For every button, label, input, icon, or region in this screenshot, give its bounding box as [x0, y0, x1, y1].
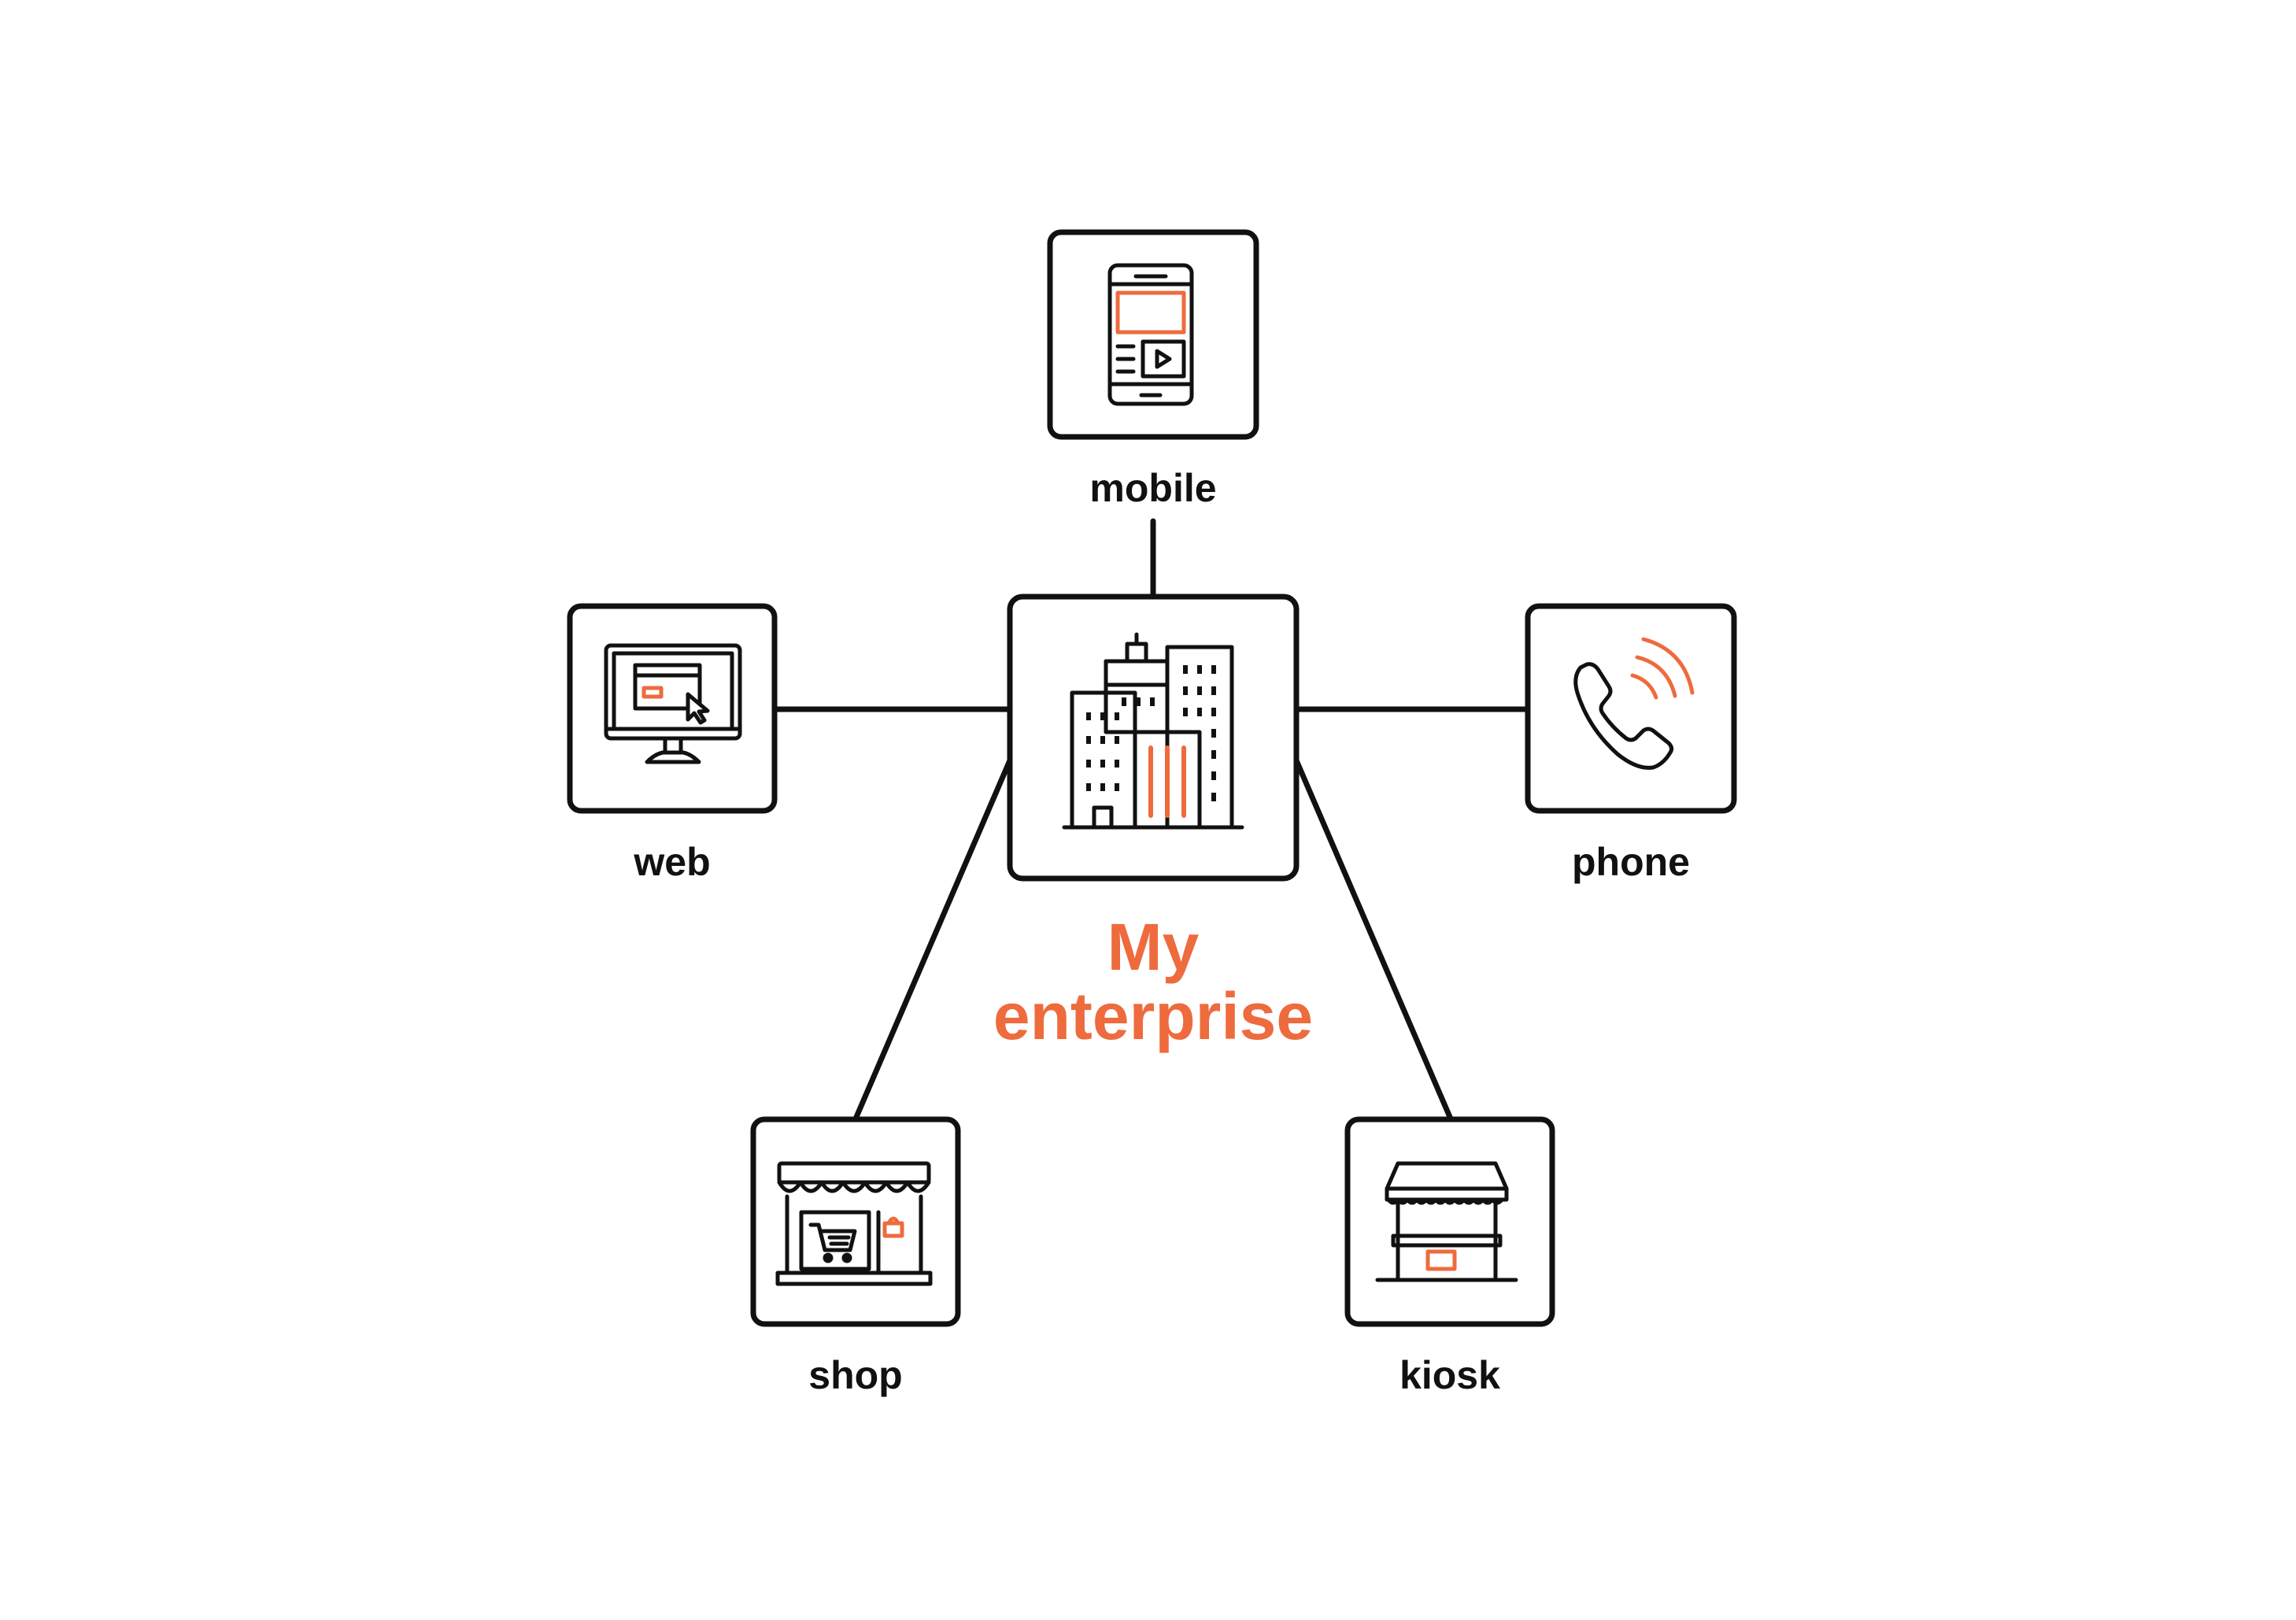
phone-call-icon: [1573, 637, 1695, 770]
smartphone-icon: [1107, 263, 1194, 406]
kiosk-stall-icon: [1375, 1161, 1518, 1282]
connectors: [771, 518, 1531, 1120]
center-node-frame: [1007, 594, 1300, 882]
channel-node-web[interactable]: web: [567, 603, 778, 884]
channel-label-phone: phone: [1572, 840, 1690, 884]
channel-frame-kiosk: [1344, 1116, 1555, 1327]
channel-node-shop[interactable]: shop: [750, 1116, 961, 1397]
desktop-monitor-icon: [604, 643, 742, 764]
channel-frame-phone: [1525, 603, 1737, 814]
channel-label-mobile: mobile: [1089, 466, 1216, 510]
channel-node-phone[interactable]: phone: [1525, 603, 1737, 884]
channel-node-kiosk[interactable]: kiosk: [1344, 1116, 1555, 1397]
channel-label-shop: shop: [808, 1353, 902, 1397]
center-title-line1: My: [1107, 910, 1200, 984]
storefront-icon: [775, 1161, 933, 1286]
center-node[interactable]: My enterprise: [993, 594, 1313, 1053]
channel-frame-mobile: [1047, 229, 1259, 440]
channel-node-mobile[interactable]: mobile: [1047, 229, 1259, 510]
channel-frame-shop: [750, 1116, 961, 1327]
channel-label-kiosk: kiosk: [1399, 1353, 1500, 1397]
channel-label-web: web: [633, 840, 710, 884]
center-title-line2: enterprise: [993, 979, 1313, 1053]
connector-kiosk: [1293, 757, 1453, 1120]
connector-shop: [853, 757, 1013, 1120]
office-buildings-icon: [1062, 632, 1244, 830]
